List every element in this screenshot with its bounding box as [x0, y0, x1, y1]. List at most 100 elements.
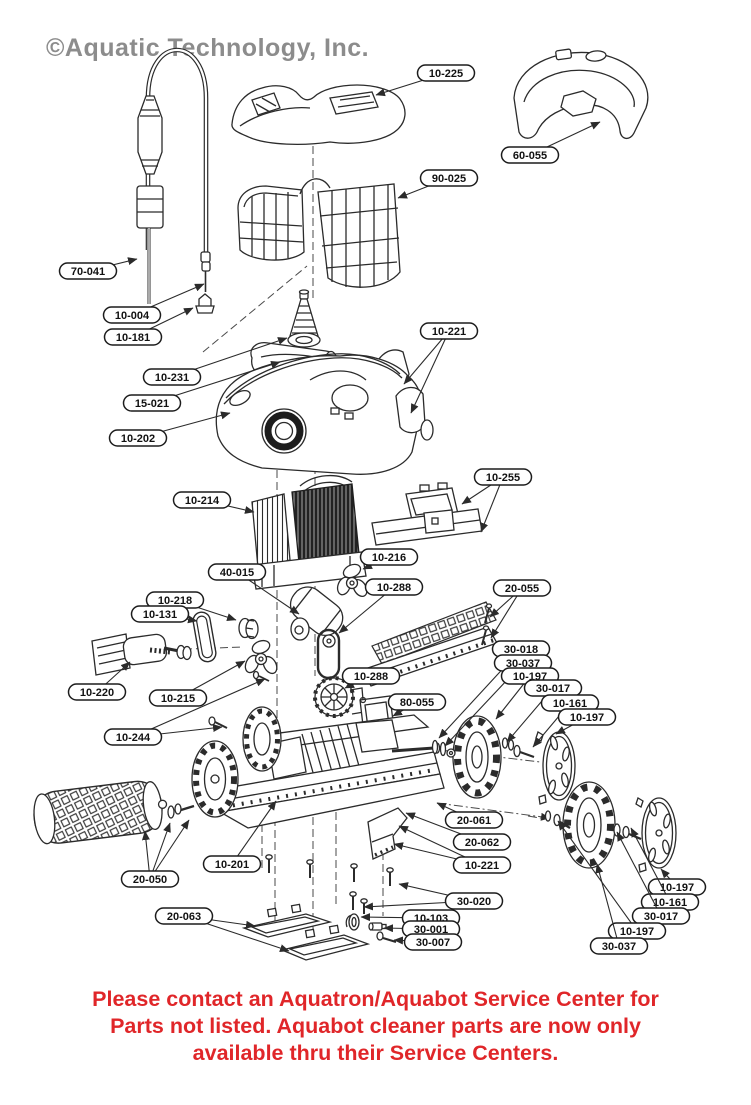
footer-line-3: available thru their Service Centers. — [192, 1041, 559, 1065]
filter-basket-drawing — [237, 178, 401, 288]
svg-text:30-020: 30-020 — [457, 896, 491, 908]
part-callout-30-007-38: 30-007 — [393, 933, 463, 951]
svg-text:10-221: 10-221 — [465, 860, 499, 872]
part-callout-10-004-4: 10-004 — [102, 283, 205, 324]
bottom-plates-drawing — [241, 903, 371, 961]
svg-text:10-004: 10-004 — [115, 310, 150, 322]
part-callout-10-181-5: 10-181 — [103, 307, 194, 346]
part-callout-70-041-3: 70-041 — [58, 257, 138, 280]
brush-roller-drawing — [33, 780, 168, 845]
part-callout-10-201-32: 10-201 — [202, 800, 277, 873]
svg-text:10-201: 10-201 — [215, 859, 249, 871]
copyright-text: ©Aquatic Technology, Inc. — [46, 34, 369, 62]
part-callout-10-244-28: 10-244 — [103, 678, 266, 746]
part-callout-10-202-8: 10-202 — [108, 411, 231, 447]
svg-text:10-197: 10-197 — [620, 926, 654, 938]
svg-text:10-221: 10-221 — [432, 326, 466, 338]
svg-text:20-063: 20-063 — [167, 911, 201, 923]
svg-text:40-015: 40-015 — [220, 567, 254, 579]
part-callout-10-220-24: 10-220 — [67, 661, 131, 701]
svg-text:10-214: 10-214 — [185, 495, 220, 507]
svg-text:30-037: 30-037 — [506, 658, 540, 670]
part-callout-30-020-35: 30-020 — [363, 882, 504, 911]
svg-text:90-025: 90-025 — [432, 173, 466, 185]
svg-text:20-061: 20-061 — [457, 815, 491, 827]
part-callout-80-055-27: 80-055 — [387, 693, 447, 717]
svg-text:30-018: 30-018 — [504, 644, 538, 656]
small-impeller-drawing — [336, 563, 368, 598]
part-callout-10-216-13: 10-216 — [359, 548, 419, 570]
part-callout-20-050-33: 20-050 — [120, 819, 190, 888]
svg-text:10-244: 10-244 — [116, 732, 151, 744]
svg-text:60-055: 60-055 — [513, 150, 547, 162]
svg-text:20-050: 20-050 — [133, 874, 167, 886]
part-callout-10-214-11: 10-214 — [172, 491, 255, 514]
part-callout-10-288-26: 10-288 — [341, 667, 401, 689]
svg-text:10-161: 10-161 — [553, 698, 587, 710]
gear-motor-drawing — [91, 633, 192, 676]
svg-text:10-181: 10-181 — [116, 332, 150, 344]
part-callout-30-037-17: 30-037 — [444, 654, 553, 747]
svg-text:10-220: 10-220 — [80, 687, 114, 699]
main-body-drawing — [215, 349, 434, 475]
pulley-drawing — [238, 617, 259, 640]
part-callout-10-218-22: 10-218 — [145, 591, 237, 621]
svg-text:20-062: 20-062 — [465, 837, 499, 849]
part-callout-10-197-39: 10-197 — [647, 868, 707, 896]
part-callout-30-001-37: 30-001 — [383, 920, 461, 938]
svg-text:20-055: 20-055 — [505, 583, 539, 595]
svg-text:10-197: 10-197 — [570, 712, 604, 724]
footer-line-2: Parts not listed. Aquabot cleaner parts … — [110, 1014, 641, 1038]
part-callout-20-061-29: 20-061 — [436, 802, 504, 829]
part-callout-10-221-9: 10-221 — [403, 322, 479, 414]
part-callouts: 10-225 60-055 90-025 70-041 10-004 10-181 10-2… — [58, 64, 707, 955]
svg-text:10-218: 10-218 — [158, 595, 192, 607]
part-callout-10-197-21: 10-197 — [555, 708, 617, 735]
svg-text:10-225: 10-225 — [429, 68, 463, 80]
svg-text:10-288: 10-288 — [354, 671, 388, 683]
svg-text:30-017: 30-017 — [536, 683, 570, 695]
left-wheels-drawing — [191, 706, 282, 818]
wheel-assembly-upper-drawing — [452, 715, 576, 805]
part-callout-10-288-14: 10-288 — [338, 578, 424, 634]
filter-screen-drawing — [251, 475, 367, 590]
part-callout-20-062-30: 20-062 — [405, 812, 512, 851]
part-callout-10-131-23: 10-131 — [130, 605, 198, 624]
part-callout-10-221-31: 10-221 — [393, 825, 512, 874]
part-callout-10-197-42: 10-197 — [557, 820, 667, 940]
part-callout-10-161-20: 10-161 — [532, 694, 600, 748]
bottom-flap-drawing — [367, 807, 408, 860]
handle-drawing — [513, 48, 649, 140]
svg-text:30-017: 30-017 — [644, 911, 678, 923]
svg-text:10-197: 10-197 — [660, 882, 694, 894]
part-callout-90-025-2: 90-025 — [397, 169, 479, 199]
footer-notice: Please contact an Aquatron/Aquabot Servi… — [0, 986, 751, 1067]
drive-belt-drawing — [192, 611, 217, 663]
part-callout-10-231-6: 10-231 — [142, 337, 288, 386]
intake-frame-drawing — [371, 482, 483, 546]
svg-text:10-255: 10-255 — [486, 472, 520, 484]
power-cable-drawing — [136, 47, 215, 314]
svg-text:15-021: 15-021 — [135, 398, 169, 410]
svg-text:10-231: 10-231 — [155, 372, 189, 384]
svg-text:10-202: 10-202 — [121, 433, 155, 445]
part-callout-60-055-1: 60-055 — [500, 121, 601, 164]
o-ring-drawing — [316, 628, 341, 680]
svg-text:10-215: 10-215 — [161, 693, 195, 705]
svg-text:30-037: 30-037 — [602, 941, 636, 953]
svg-text:10-288: 10-288 — [377, 582, 411, 594]
part-callout-15-021-7: 15-021 — [122, 360, 281, 412]
part-callout-10-225-0: 10-225 — [375, 64, 476, 97]
part-callout-20-063-34: 20-063 — [154, 907, 290, 952]
part-callout-10-255-10: 10-255 — [461, 468, 533, 533]
part-callout-30-037-43: 30-037 — [589, 863, 649, 955]
svg-text:30-001: 30-001 — [414, 924, 448, 936]
svg-text:10-216: 10-216 — [372, 552, 406, 564]
svg-text:70-041: 70-041 — [71, 266, 105, 278]
part-callout-20-055-15: 20-055 — [489, 579, 552, 639]
part-callout-10-215-25: 10-215 — [148, 660, 246, 707]
part-callout-40-015-12: 40-015 — [207, 563, 300, 615]
svg-text:30-007: 30-007 — [416, 937, 450, 949]
